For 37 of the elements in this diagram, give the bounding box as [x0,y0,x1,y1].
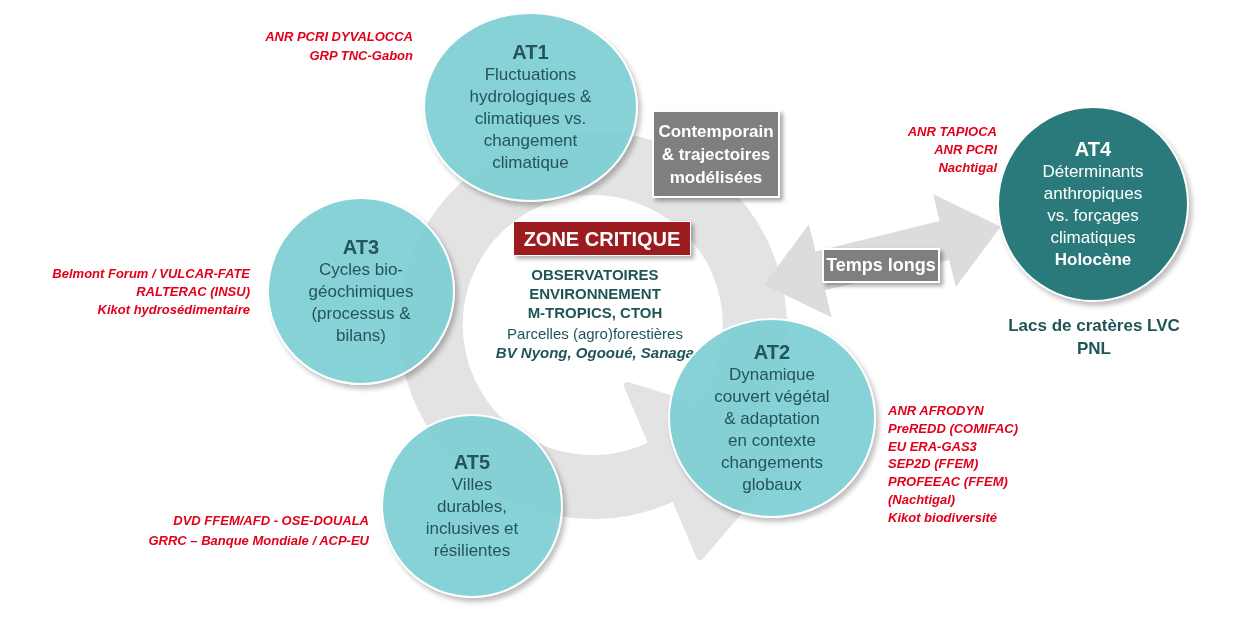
project-label: EU ERA-GAS3 [888,438,977,455]
circle-title: AT5 [452,450,492,474]
project-label: RALTERAC (INSU) [136,284,250,300]
center-text: BV Nyong, Ogooué, Sanaga [494,343,696,362]
project-label: ANR AFRODYN [888,403,984,419]
project-label: ANR PCRI [934,142,997,158]
project-label: DVD FFEM/AFD - OSE-DOUALA [173,513,369,529]
project-label: (Nachtigal) [888,492,956,508]
project-label: ANR PCRI DYVALOCCA [265,29,413,45]
project-label: ANR TAPIOCA [907,124,997,140]
circle-title: AT2 [752,340,792,364]
circle-text: Cycles bio-géochimiques (processus & bilans) [307,259,415,347]
circle-text: Villes durables, inclusives et résilientes [424,474,520,562]
project-label: PROFEEAC (FFEM) [888,474,1008,491]
circle-text: Holocène [1053,249,1133,271]
heading-text: ZONE CRITIQUE [522,226,682,251]
circle-title: AT3 [341,235,381,259]
center-text: Parcelles (agro)forestières [506,324,684,343]
project-label: Nachtigal [938,160,997,176]
project-label: GRRC – Banque Mondiale / ACP-EU [148,533,369,549]
center-text: OBSERVATOIRES ENVIRONNEMENT M-TROPICS, CTOH [526,265,664,322]
project-label: SEP2D (FFEM) [888,456,979,473]
circle-text: Fluctuations hydrologiques & climatiques vs. changement climatique [468,64,593,174]
circle-text: Dynamique couvert végétal & adaptation en contexte changements globaux [713,364,831,496]
project-label: Belmont Forum / VULCAR-FATE [52,266,250,282]
edge-label: Temps longs [822,248,940,283]
project-label: PreREDD (COMIFAC) [888,420,1018,437]
site-label: Lacs de cratères LVC PNL [1007,315,1181,360]
project-label: Kikot biodiversité [888,509,998,526]
circle-title: AT4 [1073,137,1113,161]
note-box [652,110,780,198]
note-text: Contemporain & trajectoires modélisées [657,120,775,189]
circle-text: Déterminants anthropiques vs. forçages climatiques [1041,161,1145,249]
project-label: GRP TNC-Gabon [309,48,413,64]
heading-box [513,221,691,256]
circle-title: AT1 [511,40,550,64]
project-label: Kikot hydrosédimentaire [97,302,250,318]
